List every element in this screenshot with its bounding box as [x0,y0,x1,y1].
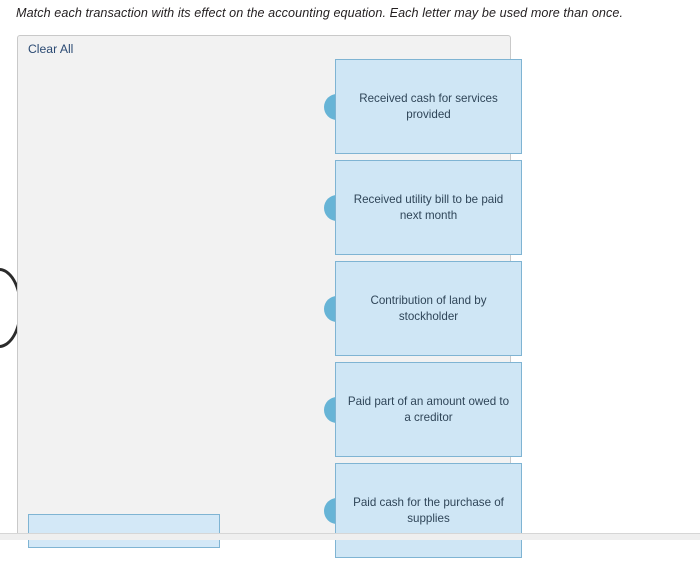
transaction-card[interactable]: Paid cash for the purchase of supplies [335,463,522,558]
transaction-card[interactable]: Received utility bill to be paid next mo… [335,160,522,255]
transaction-card-label: Paid cash for the purchase of supplies [353,496,504,525]
card-connector-icon [324,93,337,120]
answer-drop-slot[interactable] [28,514,220,548]
transaction-card-label: Received utility bill to be paid next mo… [353,193,504,222]
card-connector-icon [324,396,337,423]
card-connector-icon [324,497,337,524]
transaction-card[interactable]: Received cash for services provided [335,59,522,154]
transaction-card-label: Received cash for services provided [359,92,498,121]
transaction-card[interactable]: Contribution of land by stockholder [335,261,522,356]
card-connector-icon [324,194,337,221]
transaction-card-item: Received utility bill to be paid next mo… [324,160,522,255]
matching-panel: Clear All Received cash for services pro… [17,35,522,558]
transaction-card-item: Paid part of an amount owed to a credito… [324,362,522,457]
clear-all-link[interactable]: Clear All [28,42,74,56]
card-connector-icon [324,295,337,322]
transaction-card-list: Received cash for services provided Rece… [324,59,522,564]
transaction-card-label: Contribution of land by stockholder [370,294,487,323]
page-bottom-strip [0,533,700,540]
transaction-card[interactable]: Paid part of an amount owed to a credito… [335,362,522,457]
transaction-card-item: Paid cash for the purchase of supplies [324,463,522,558]
transaction-card-item: Received cash for services provided [324,59,522,154]
transaction-card-label: Paid part of an amount owed to a credito… [347,395,510,424]
transaction-card-item: Contribution of land by stockholder [324,261,522,356]
question-instruction: Match each transaction with its effect o… [16,6,624,20]
